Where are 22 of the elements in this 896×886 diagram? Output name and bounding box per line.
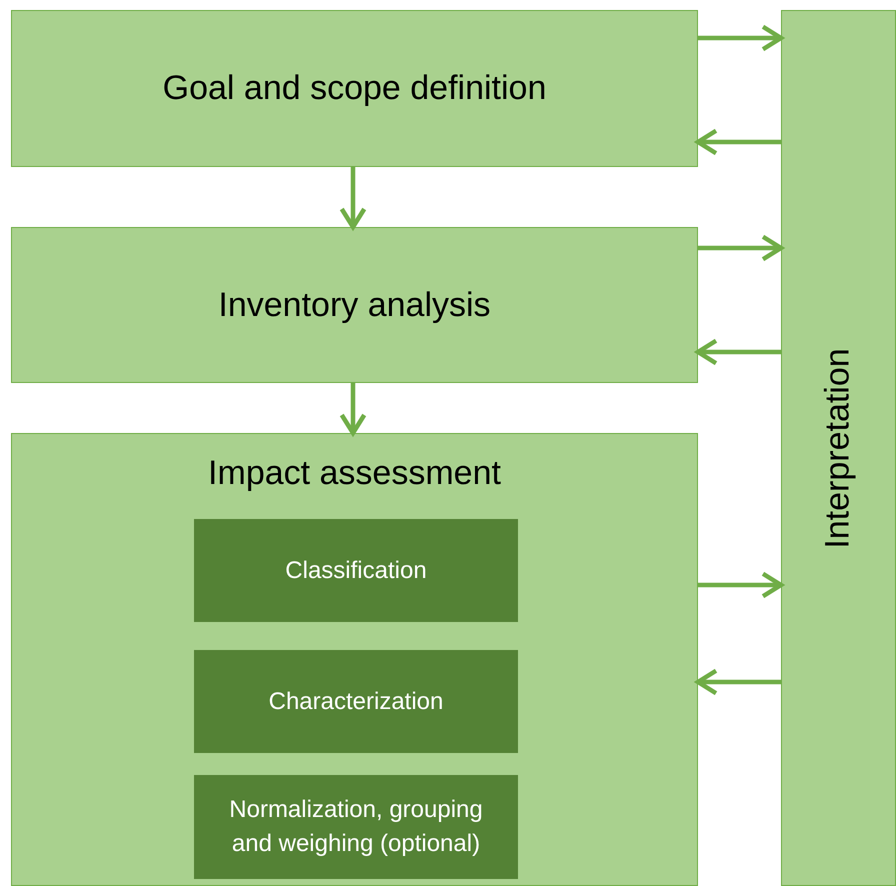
box-label: Characterization [268, 686, 444, 716]
step-box [194, 775, 518, 879]
arrow [696, 128, 781, 156]
step-box [194, 650, 518, 753]
stage-box [11, 433, 698, 886]
box-label: Classification [285, 556, 427, 586]
arrow [698, 234, 784, 262]
arrow [340, 167, 366, 230]
arrow [698, 572, 784, 598]
arrow [696, 338, 781, 366]
box-label: Normalization, grouping and weighing (optional) [228, 795, 484, 859]
box-label: Goal and scope definition [162, 68, 546, 109]
stage-box [11, 10, 698, 167]
stage-box [11, 227, 698, 383]
box-label: Interpretation [818, 348, 858, 548]
box-heading: Impact assessment [207, 453, 502, 494]
arrow [340, 383, 366, 436]
arrow [696, 668, 781, 696]
box-label: Inventory analysis [218, 284, 491, 326]
stage-box [781, 10, 896, 886]
step-box [194, 519, 518, 622]
arrow [698, 24, 784, 52]
